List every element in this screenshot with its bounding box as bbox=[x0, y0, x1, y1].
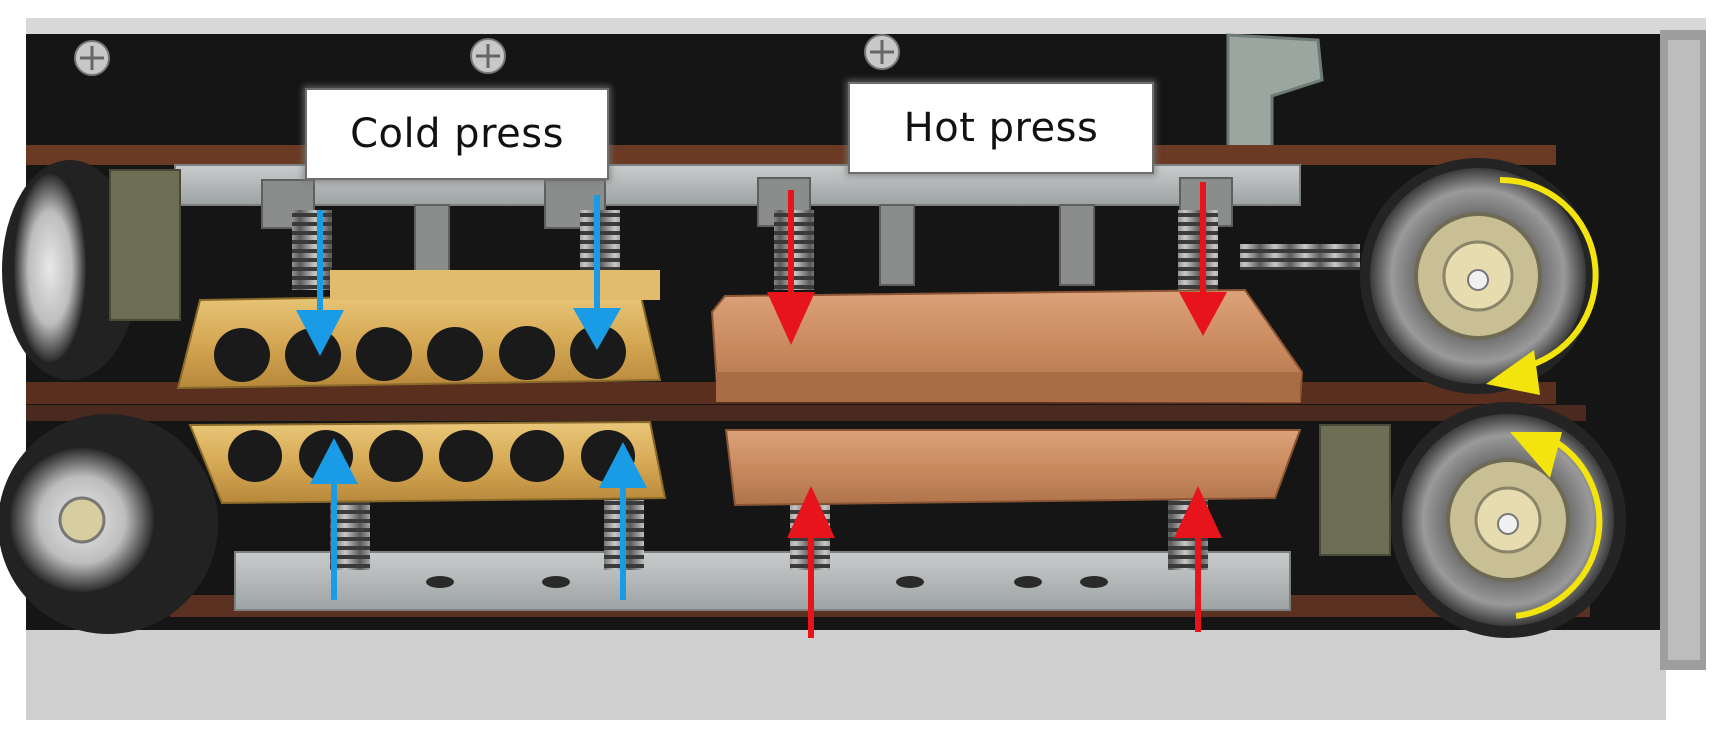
right-housing-inner bbox=[1668, 40, 1700, 660]
cold-press-label: Cold press bbox=[305, 88, 609, 180]
tension-spring bbox=[1240, 244, 1360, 270]
curved-arrow-icon bbox=[1486, 176, 1599, 395]
hot-press-lower-block bbox=[724, 429, 1302, 507]
arrow-icon bbox=[787, 486, 835, 638]
upper-belt bbox=[26, 145, 1556, 165]
arrow-icon bbox=[310, 438, 358, 600]
lower-rotation-arrow bbox=[1510, 432, 1603, 619]
arrow-icon bbox=[767, 190, 815, 345]
left-lower-roller bbox=[0, 414, 218, 634]
curved-arrow-icon bbox=[1510, 432, 1603, 619]
left-upper-roller bbox=[2, 160, 138, 380]
hot-press-upper-block bbox=[710, 288, 1304, 404]
right-lower-mount bbox=[1319, 424, 1391, 556]
hot-press-label: Hot press bbox=[848, 82, 1154, 174]
arrow-icon bbox=[573, 195, 621, 350]
right-lower-roller bbox=[1390, 402, 1626, 638]
upper-rotation-arrow bbox=[1486, 176, 1599, 395]
hot-press-arrows bbox=[767, 182, 1227, 638]
panel-screws bbox=[74, 34, 900, 76]
arrow-icon bbox=[599, 442, 647, 600]
panel-top-edge bbox=[26, 18, 1706, 34]
cold-press-arrows bbox=[296, 195, 647, 600]
bottom-plate bbox=[234, 551, 1291, 611]
panel-bottom-area bbox=[26, 630, 1666, 720]
bottom-plate-holes bbox=[426, 576, 1108, 588]
lower-belt-upper bbox=[26, 405, 1586, 421]
cold-press-lower-block bbox=[188, 420, 667, 505]
left-mount bbox=[109, 169, 181, 321]
right-upper-roller bbox=[1360, 158, 1596, 394]
arrow-icon bbox=[1179, 182, 1227, 336]
arrow-icon bbox=[1174, 486, 1222, 632]
arrow-icon bbox=[296, 210, 344, 356]
